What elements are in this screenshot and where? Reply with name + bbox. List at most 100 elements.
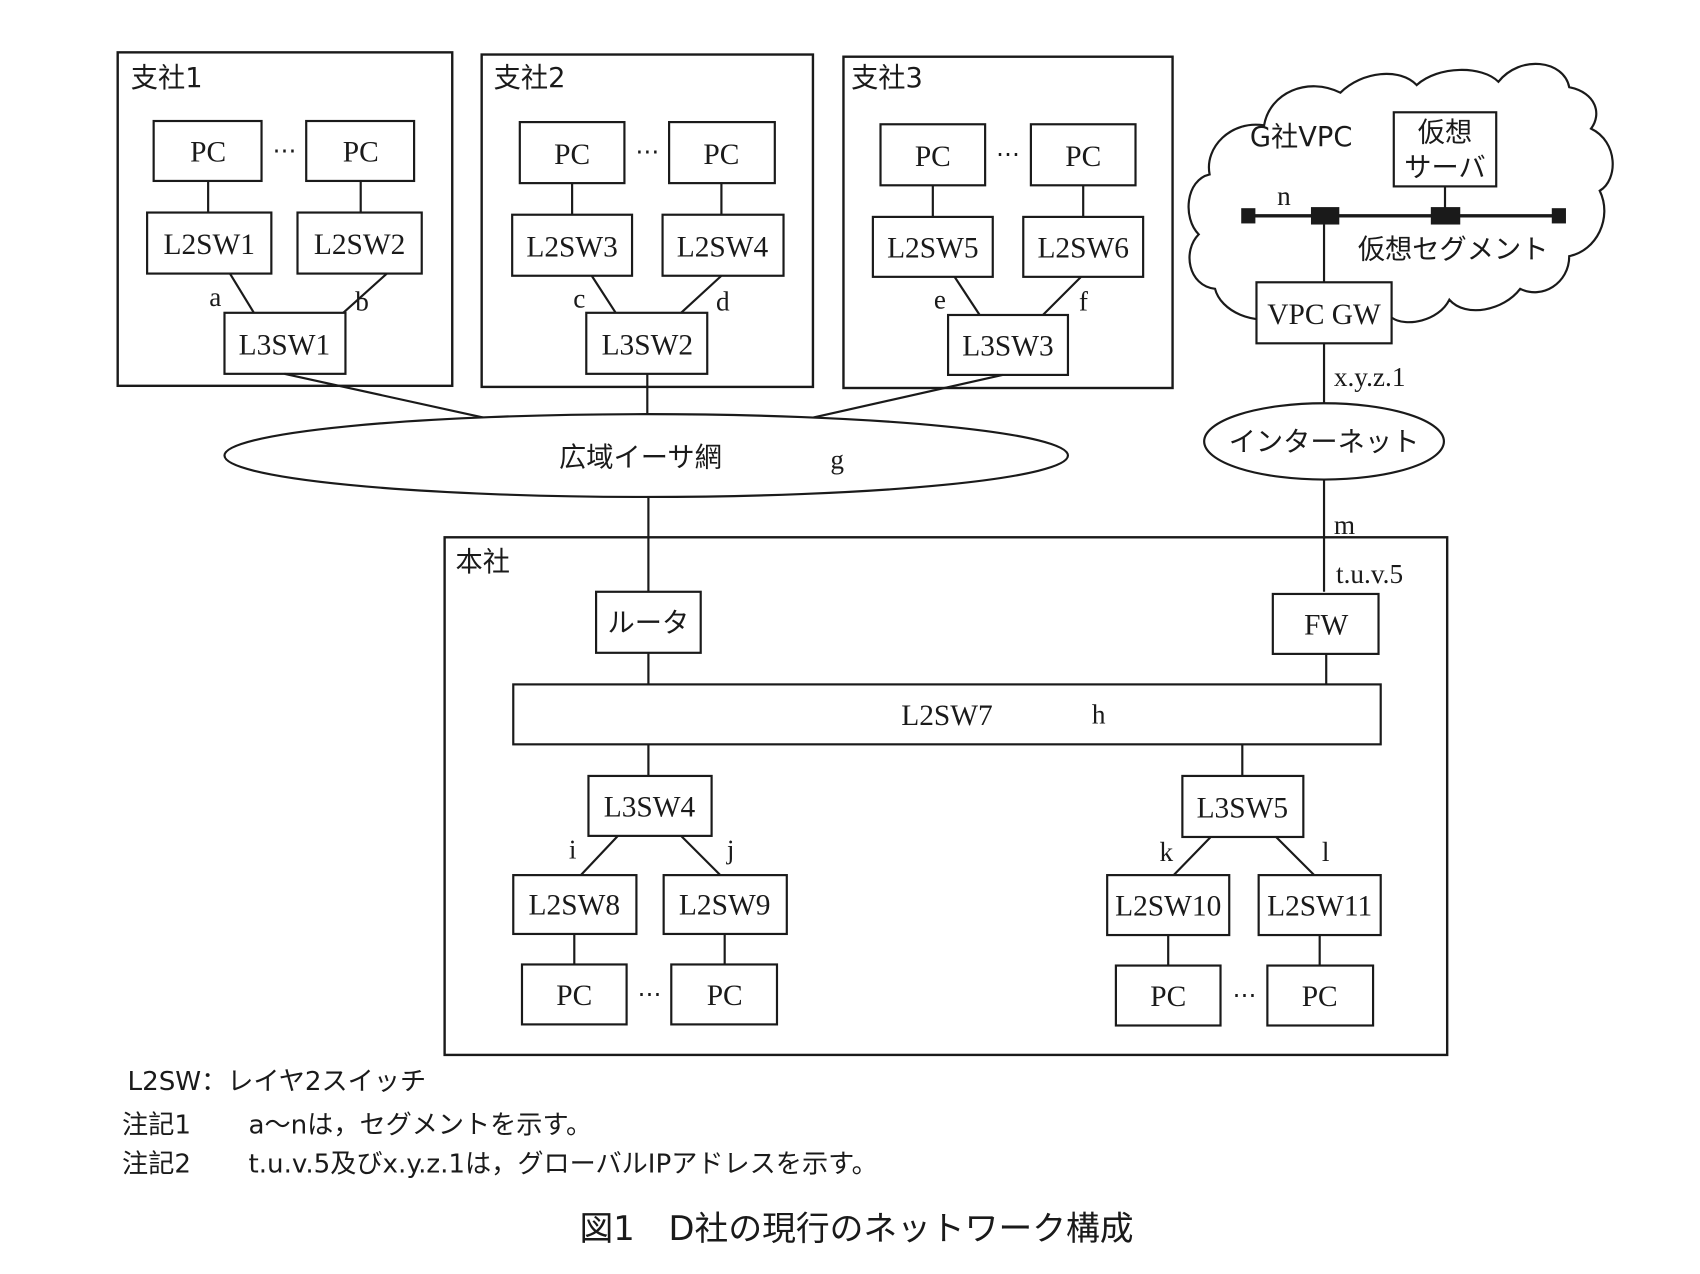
l3sw-node[interactable] (946, 313, 1070, 377)
virtual-server-label-line1: 仮想 (1418, 118, 1472, 149)
pc-label: PC (190, 137, 226, 169)
l2sw-node[interactable] (146, 211, 273, 275)
l2sw-node[interactable] (662, 874, 788, 936)
l2sw-label: L2SW3 (526, 231, 617, 263)
l3sw-node[interactable] (223, 311, 347, 375)
l2sw-node[interactable] (512, 874, 638, 936)
legend: L2SW：レイヤ2スイッチ 注記1 a〜nは，セグメントを示す。 注記2 t.u… (122, 1067, 878, 1180)
segment-label: i (569, 835, 577, 865)
segment-label: e (934, 284, 946, 314)
pc-label: PC (1065, 141, 1101, 173)
l3sw-label: L3SW1 (239, 329, 330, 361)
l3sw-label: L3SW2 (602, 329, 693, 361)
fw-label: FW (1304, 610, 1348, 642)
l3sw-label: L3SW4 (604, 792, 696, 824)
segment-label: f (1079, 287, 1089, 317)
l2sw-label: L2SW2 (314, 229, 405, 261)
pc-node[interactable] (1114, 964, 1222, 1027)
wan-link (803, 373, 1003, 421)
pc-node[interactable] (520, 963, 628, 1026)
note-2-text: t.u.v.5及びx.y.z.1は，グローバルIPアドレスを示す。 (248, 1150, 877, 1180)
segment-label: a (209, 282, 221, 312)
pc-node[interactable] (670, 963, 779, 1026)
pc-node[interactable] (668, 121, 776, 185)
figure-caption: 図1 D社の現行のネットワーク構成 (580, 1209, 1134, 1248)
branch-title: 支社3 (851, 63, 923, 94)
pc-label: PC (703, 139, 739, 171)
l2sw-label: L2SW6 (1037, 233, 1128, 265)
branch-title: 支社2 (494, 63, 566, 94)
note-1-label: 注記1 (122, 1110, 191, 1140)
l2sw-label: L2SW8 (529, 890, 620, 922)
segment-label: n (1277, 181, 1291, 211)
l2sw-label: L2SW4 (677, 231, 769, 263)
l2sw-label: L2SW10 (1115, 891, 1221, 923)
ellipsis: … (1233, 975, 1257, 1003)
l3sw-node[interactable] (1181, 774, 1305, 839)
l3sw-node[interactable] (587, 774, 713, 837)
pc-node[interactable] (1266, 964, 1375, 1027)
wan-ellipse[interactable] (223, 413, 1070, 499)
l2sw-node[interactable] (1022, 215, 1145, 278)
segment-label: j (726, 835, 735, 865)
pc-node[interactable] (518, 121, 626, 185)
segment-port (1310, 207, 1340, 225)
l3sw-label: L3SW3 (962, 331, 1053, 363)
ip-address-label: x.y.z.1 (1334, 362, 1406, 392)
segment-port (1430, 207, 1461, 225)
l2sw-node[interactable] (1257, 874, 1382, 937)
hq-title: 本社 (456, 547, 510, 578)
internet-label: インターネット (1229, 427, 1420, 458)
segment-label: g (830, 445, 844, 475)
segment-label: m (1334, 510, 1355, 540)
router-node[interactable] (594, 590, 702, 654)
segment-endpoint (1241, 208, 1256, 224)
wan-label: 広域イーサ網 (559, 442, 722, 473)
l2sw-definition: L2SW：レイヤ2スイッチ (128, 1067, 427, 1097)
segment-endpoint (1551, 208, 1566, 224)
l3sw-label: L3SW5 (1197, 793, 1288, 825)
wide-area-ethernet: 広域イーサ網 g (223, 413, 1070, 499)
ip-address-label: t.u.v.5 (1336, 559, 1403, 589)
wan-link (284, 372, 493, 421)
core-switch-node[interactable] (512, 683, 1382, 746)
note-1-text: a〜nは，セグメントを示す。 (248, 1110, 592, 1140)
hq-frame (443, 536, 1449, 1057)
pc-label: PC (1150, 981, 1186, 1013)
branch-1: 支社1 PC … PC L2SW1 L2SW2 a b L3SW1 (116, 51, 454, 388)
internet: インターネット (1203, 402, 1445, 481)
segment-label: c (573, 283, 585, 313)
pc-label: PC (915, 141, 951, 173)
branch-frame (116, 51, 454, 388)
branch-2: 支社2 PC … PC L2SW3 L2SW4 c d L3SW2 (480, 53, 815, 389)
l2sw-node[interactable] (296, 211, 423, 275)
l2sw-node[interactable] (511, 213, 634, 277)
ellipsis: … (638, 974, 662, 1002)
pc-label: PC (707, 980, 743, 1012)
virtual-segment-label: 仮想セグメント (1358, 234, 1549, 265)
vpc-gw-label: VPC GW (1267, 299, 1381, 331)
pc-label: PC (554, 139, 590, 171)
branch-3: 支社3 PC … PC L2SW5 L2SW6 e f L3SW3 (842, 55, 1174, 390)
l2sw-label: L2SW9 (679, 890, 770, 922)
l2sw-node[interactable] (871, 215, 994, 278)
ellipsis: … (635, 132, 659, 160)
core-switch-label: L2SW7 (901, 700, 992, 732)
segment-label: b (355, 287, 369, 317)
l2sw-label: L2SW11 (1267, 891, 1372, 923)
l2sw-label: L2SW1 (163, 229, 254, 261)
virtual-server-node[interactable] (1392, 111, 1498, 188)
ellipsis: … (996, 134, 1020, 162)
pc-node[interactable] (1029, 123, 1137, 187)
segment-label: h (1092, 700, 1106, 730)
note-2-label: 注記2 (122, 1150, 191, 1180)
l2sw-node[interactable] (1106, 874, 1231, 937)
l3sw-node[interactable] (585, 311, 709, 375)
vpc-title: G社VPC (1250, 122, 1352, 153)
branch-frame (842, 55, 1174, 390)
headquarters: 本社 ルータ t.u.v.5 FW L2SW7 h L3SW4 i j L2SW… (443, 536, 1449, 1057)
l2sw-node[interactable] (661, 213, 785, 277)
pc-label: PC (1302, 981, 1338, 1013)
ellipsis: … (272, 131, 296, 159)
